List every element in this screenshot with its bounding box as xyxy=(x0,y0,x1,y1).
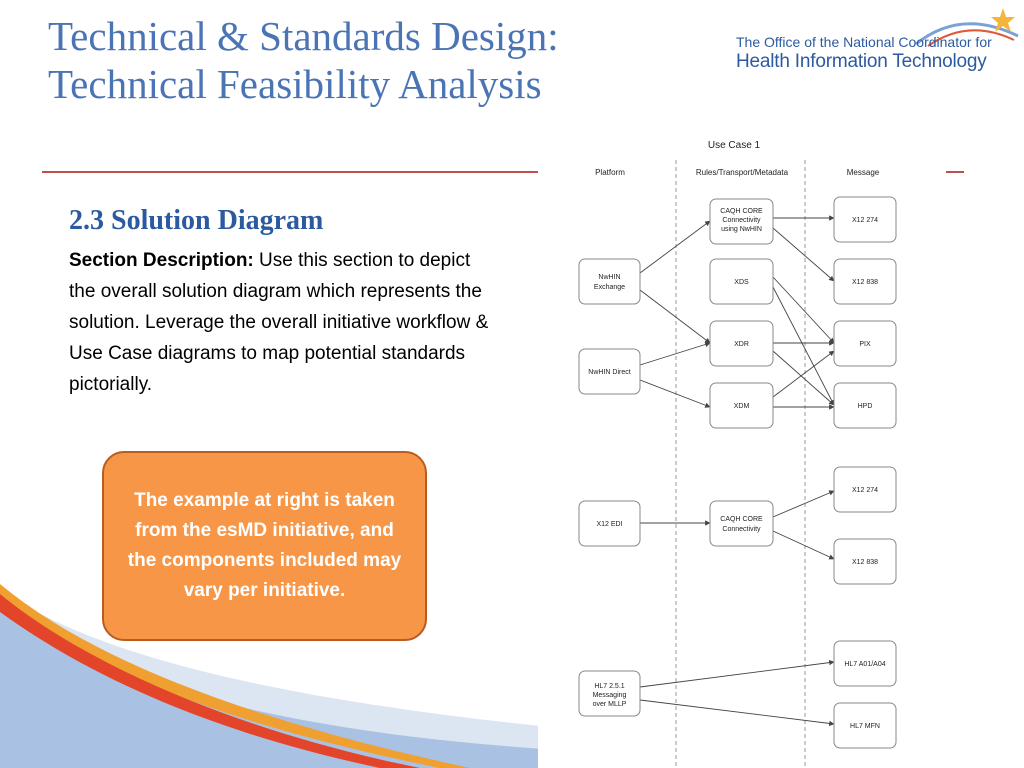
node-xdr-label: XDR xyxy=(734,341,749,348)
node-hl7-mllp-label-3: over MLLP xyxy=(593,701,627,708)
node-hl7-mllp-label-2: Messaging xyxy=(593,692,627,699)
node-x12-274-a-label: X12 274 xyxy=(852,217,878,224)
node-nwhin-exchange-label-2: Exchange xyxy=(594,284,625,291)
section-heading: 2.3 Solution Diagram xyxy=(69,205,324,236)
slide-title-line1: Technical & Standards Design: xyxy=(48,13,559,59)
node-x12-838-b: X12 838 xyxy=(833,538,897,585)
callout-text: The example at right is taken from the e… xyxy=(127,490,402,601)
node-xdr: XDR xyxy=(709,320,774,367)
node-hl7-mllp: HL7 2.5.1 Messaging over MLLP xyxy=(578,670,641,717)
node-caqh-nwhin-label-1: CAQH CORE xyxy=(720,208,763,215)
node-hl7-mfn-label: HL7 MFN xyxy=(850,723,880,730)
section-description-text: Use this section to depict the overall s… xyxy=(69,250,489,395)
node-x12-838-a-label: X12 838 xyxy=(852,279,878,286)
node-x12-838-a: X12 838 xyxy=(833,258,897,305)
node-caqh-label-2: Connectivity xyxy=(722,526,761,533)
onc-logo: The Office of the National Coordinator f… xyxy=(736,6,1021,74)
node-xdm-label: XDM xyxy=(734,403,750,410)
node-nwhin-direct: NwHIN Direct xyxy=(578,348,641,395)
node-hl7-mfn: HL7 MFN xyxy=(833,702,897,749)
node-xds: XDS xyxy=(709,258,774,305)
column-header-message: Message xyxy=(847,168,880,177)
logo-swoosh-icon xyxy=(915,8,1019,47)
node-hl7-a01: HL7 A01/A04 xyxy=(833,640,897,687)
node-nwhin-exchange: NwHIN Exchange xyxy=(578,258,641,305)
node-hl7-a01-label: HL7 A01/A04 xyxy=(844,661,885,668)
node-x12-838-b-label: X12 838 xyxy=(852,559,878,566)
node-x12-274-a: X12 274 xyxy=(833,196,897,243)
node-pix: PIX xyxy=(833,320,897,367)
logo-text-line1: The Office of the National Coordinator f… xyxy=(736,34,992,50)
diagram-title: Use Case 1 xyxy=(708,140,761,151)
slide-title-line2: Technical Feasibility Analysis xyxy=(48,61,542,107)
decorative-swoosh xyxy=(0,584,560,768)
example-callout: The example at right is taken from the e… xyxy=(102,451,427,641)
node-x12-274-b-label: X12 274 xyxy=(852,487,878,494)
node-hl7-mllp-label-1: HL7 2.5.1 xyxy=(594,683,624,690)
node-caqh-nwhin-label-3: using NwHIN xyxy=(721,226,762,233)
node-xds-label: XDS xyxy=(734,279,749,286)
title-divider xyxy=(42,171,964,173)
node-xdm: XDM xyxy=(709,382,774,429)
slide-title: Technical & Standards Design: Technical … xyxy=(48,12,708,108)
section-description: Section Description: Use this section to… xyxy=(69,245,489,400)
node-nwhin-exchange-label-1: NwHIN xyxy=(598,274,620,281)
logo-text-line2: Health Information Technology xyxy=(736,51,987,72)
node-hpd-label: HPD xyxy=(858,403,873,410)
column-header-transport: Rules/Transport/Metadata xyxy=(696,168,789,177)
node-pix-label: PIX xyxy=(859,341,871,348)
node-x12-edi: X12 EDI xyxy=(578,500,641,547)
node-caqh: CAQH CORE Connectivity xyxy=(709,500,774,547)
solution-diagram: Use Case 1 Platform Rules/Transport/Meta… xyxy=(538,125,946,768)
node-caqh-nwhin: CAQH CORE Connectivity using NwHIN xyxy=(709,198,774,245)
node-nwhin-direct-label: NwHIN Direct xyxy=(588,369,630,376)
node-caqh-nwhin-label-2: Connectivity xyxy=(722,217,761,224)
column-header-platform: Platform xyxy=(595,168,625,177)
node-x12-274-b: X12 274 xyxy=(833,466,897,513)
section-description-label: Section Description: xyxy=(69,250,254,271)
node-x12-edi-label: X12 EDI xyxy=(596,521,622,528)
diagram-connectors xyxy=(639,215,835,727)
node-caqh-label-1: CAQH CORE xyxy=(720,516,763,523)
node-hpd: HPD xyxy=(833,382,897,429)
